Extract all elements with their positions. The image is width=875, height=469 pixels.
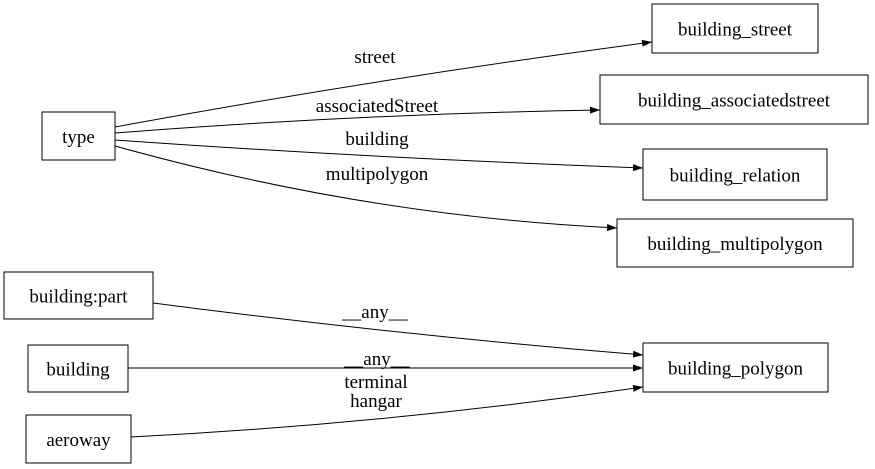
node-building-relation-box — [642, 148, 828, 201]
node-building-associatedstreet: building_associatedstreet — [599, 74, 869, 125]
node-building-multipolygon: building_multipolygon — [616, 218, 854, 268]
node-building-part-label: building:part — [29, 287, 128, 308]
node-type-label: type — [62, 127, 95, 148]
edge-label-street: street — [354, 47, 396, 68]
node-group: type building_street building_associated… — [3, 3, 869, 464]
edge-label-terminal: terminal — [344, 372, 407, 393]
node-building-street: building_street — [651, 3, 819, 54]
edge-label-multipolygon: multipolygon — [326, 164, 429, 185]
node-building-label: building — [46, 360, 110, 381]
node-building-street-label: building_street — [678, 20, 793, 41]
edge-type-building-associatedstreet — [114, 106, 601, 134]
edge-label-group: street associatedStreet building multipo… — [316, 47, 439, 412]
node-building: building — [27, 344, 129, 393]
node-building-part: building:part — [3, 271, 154, 320]
node-type: type — [41, 111, 116, 161]
node-type-box — [41, 111, 116, 161]
node-building-relation: building_relation — [642, 148, 828, 201]
node-building-polygon-box — [642, 342, 829, 393]
node-building-associatedstreet-box — [599, 74, 869, 125]
node-building-street-box — [651, 3, 819, 54]
node-aeroway-box — [25, 414, 132, 464]
edge-label-any-building: __any__ — [343, 349, 410, 370]
node-building-polygon: building_polygon — [642, 342, 829, 393]
edge-label-associatedstreet: associatedStreet — [316, 96, 439, 117]
node-building-associatedstreet-label: building_associatedstreet — [638, 91, 831, 112]
node-aeroway-label: aeroway — [46, 430, 111, 451]
node-building-box — [27, 344, 129, 393]
edge-type-building-street — [114, 39, 653, 128]
edge-label-hangar: hangar — [350, 391, 402, 412]
edge-aeroway-building-polygon — [130, 384, 644, 438]
node-building-relation-label: building_relation — [670, 166, 801, 187]
edge-label-building: building — [345, 129, 409, 150]
node-building-part-box — [3, 271, 154, 320]
edge-buildingpart-building-polygon — [152, 302, 644, 358]
node-building-multipolygon-box — [616, 218, 854, 268]
node-building-multipolygon-label: building_multipolygon — [647, 234, 823, 255]
edge-type-building-multipolygon — [114, 145, 618, 232]
node-building-polygon-label: building_polygon — [668, 359, 804, 380]
node-aeroway: aeroway — [25, 414, 132, 464]
edge-group — [114, 39, 653, 438]
edge-type-building-relation — [114, 139, 644, 172]
edge-label-any-buildingpart: __any__ — [341, 302, 408, 323]
